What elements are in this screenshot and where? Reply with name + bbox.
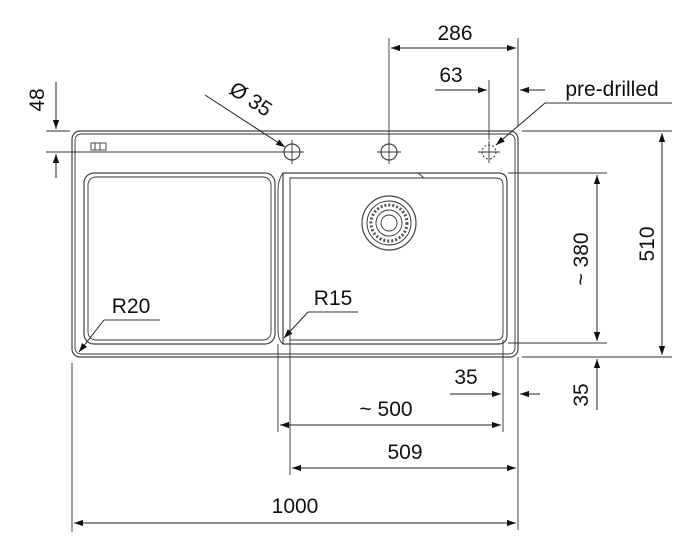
- tap-hole-predrilled-icon: [478, 141, 500, 163]
- dimension-35-bottom-label: 35: [570, 383, 593, 406]
- radius-15: R15: [283, 287, 358, 339]
- pre-drilled-label: pre-drilled: [565, 78, 658, 101]
- radius-15-label: R15: [314, 287, 353, 310]
- drainer-outline: [83, 172, 276, 345]
- bowl-area: [277, 172, 508, 345]
- overflow-slot-icon: [90, 142, 107, 151]
- diameter-35: Ø 35: [204, 78, 286, 148]
- dimension-509: 509: [292, 441, 516, 472]
- dimension-48-label: 48: [26, 88, 49, 111]
- sink-outer-rim: [71, 130, 519, 358]
- strainer-icon: [361, 195, 417, 251]
- radius-20: R20: [78, 295, 160, 353]
- dimension-380: ~ 380: [508, 172, 607, 344]
- dimension-1000: 1000: [74, 495, 516, 527]
- bowl-tick: [417, 172, 425, 179]
- sink-outline: [71, 130, 519, 358]
- drainer-inner: [87, 176, 272, 341]
- dimension-286: 286: [388, 22, 519, 140]
- dimension-500-label: ~ 500: [359, 398, 412, 421]
- dimension-63: 63: [435, 64, 545, 140]
- dimension-500: ~ 500: [280, 398, 501, 429]
- dimension-48: 48: [26, 82, 284, 178]
- radius-20-label: R20: [112, 295, 151, 318]
- bowl-inner: [289, 177, 504, 341]
- bowl-divider: [277, 172, 284, 345]
- diameter-35-label: Ø 35: [225, 78, 276, 122]
- bowl-outline: [282, 172, 508, 345]
- pre-drilled-callout: pre-drilled: [495, 78, 672, 146]
- sink-inner-rim: [74, 133, 516, 355]
- drainer-area: [83, 172, 276, 345]
- dimension-35-right-label: 35: [454, 366, 477, 389]
- dimension-286-label: 286: [437, 22, 472, 45]
- dimension-63-label: 63: [439, 64, 462, 87]
- dimension-380-label: ~ 380: [570, 232, 593, 285]
- dimension-35-right: 35: [450, 340, 540, 530]
- tap-hole-center-icon: [377, 140, 401, 164]
- dimension-35-bottom: 35: [570, 300, 601, 410]
- dimension-1000-label: 1000: [272, 495, 319, 518]
- dimension-510: 510: [522, 130, 672, 358]
- dimension-510-label: 510: [636, 226, 659, 261]
- dimension-509-label: 509: [387, 441, 422, 464]
